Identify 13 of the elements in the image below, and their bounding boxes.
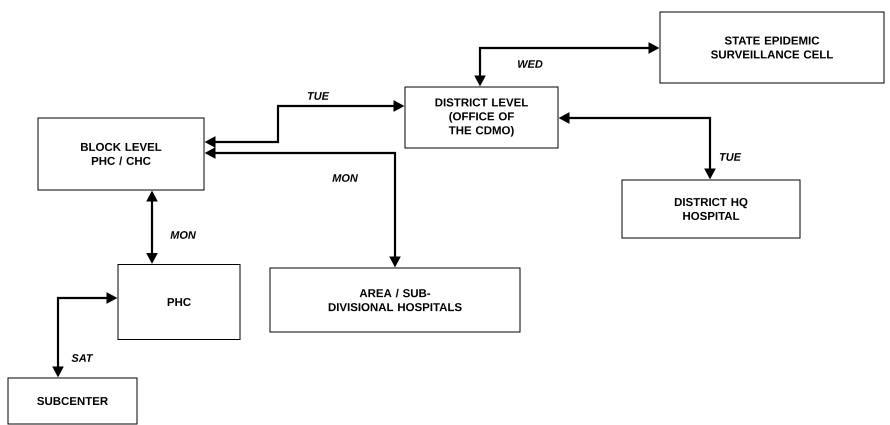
level-box: AREA / SUB-DIVISIONAL HOSPITALS — [270, 268, 520, 332]
edge-label: WED — [516, 59, 544, 69]
level-box: SUBCENTER — [8, 378, 138, 424]
level-box: PHC — [118, 264, 240, 340]
edge-label: MON — [169, 230, 197, 240]
level-box: BLOCK LEVEL PHC / CHC — [38, 118, 204, 190]
edge-label: TUE — [718, 152, 742, 162]
edge-label: SAT — [70, 353, 94, 363]
level-box: DISTRICT HQ HOSPITAL — [622, 180, 800, 238]
level-box: DISTRICT LEVEL (OFFICE OF THE CDMO) — [404, 86, 558, 148]
edge-label: MON — [331, 173, 359, 183]
level-box: STATE EPIDEMIC SURVEILLANCE CELL — [660, 12, 884, 84]
edge-label: TUE — [306, 91, 330, 101]
